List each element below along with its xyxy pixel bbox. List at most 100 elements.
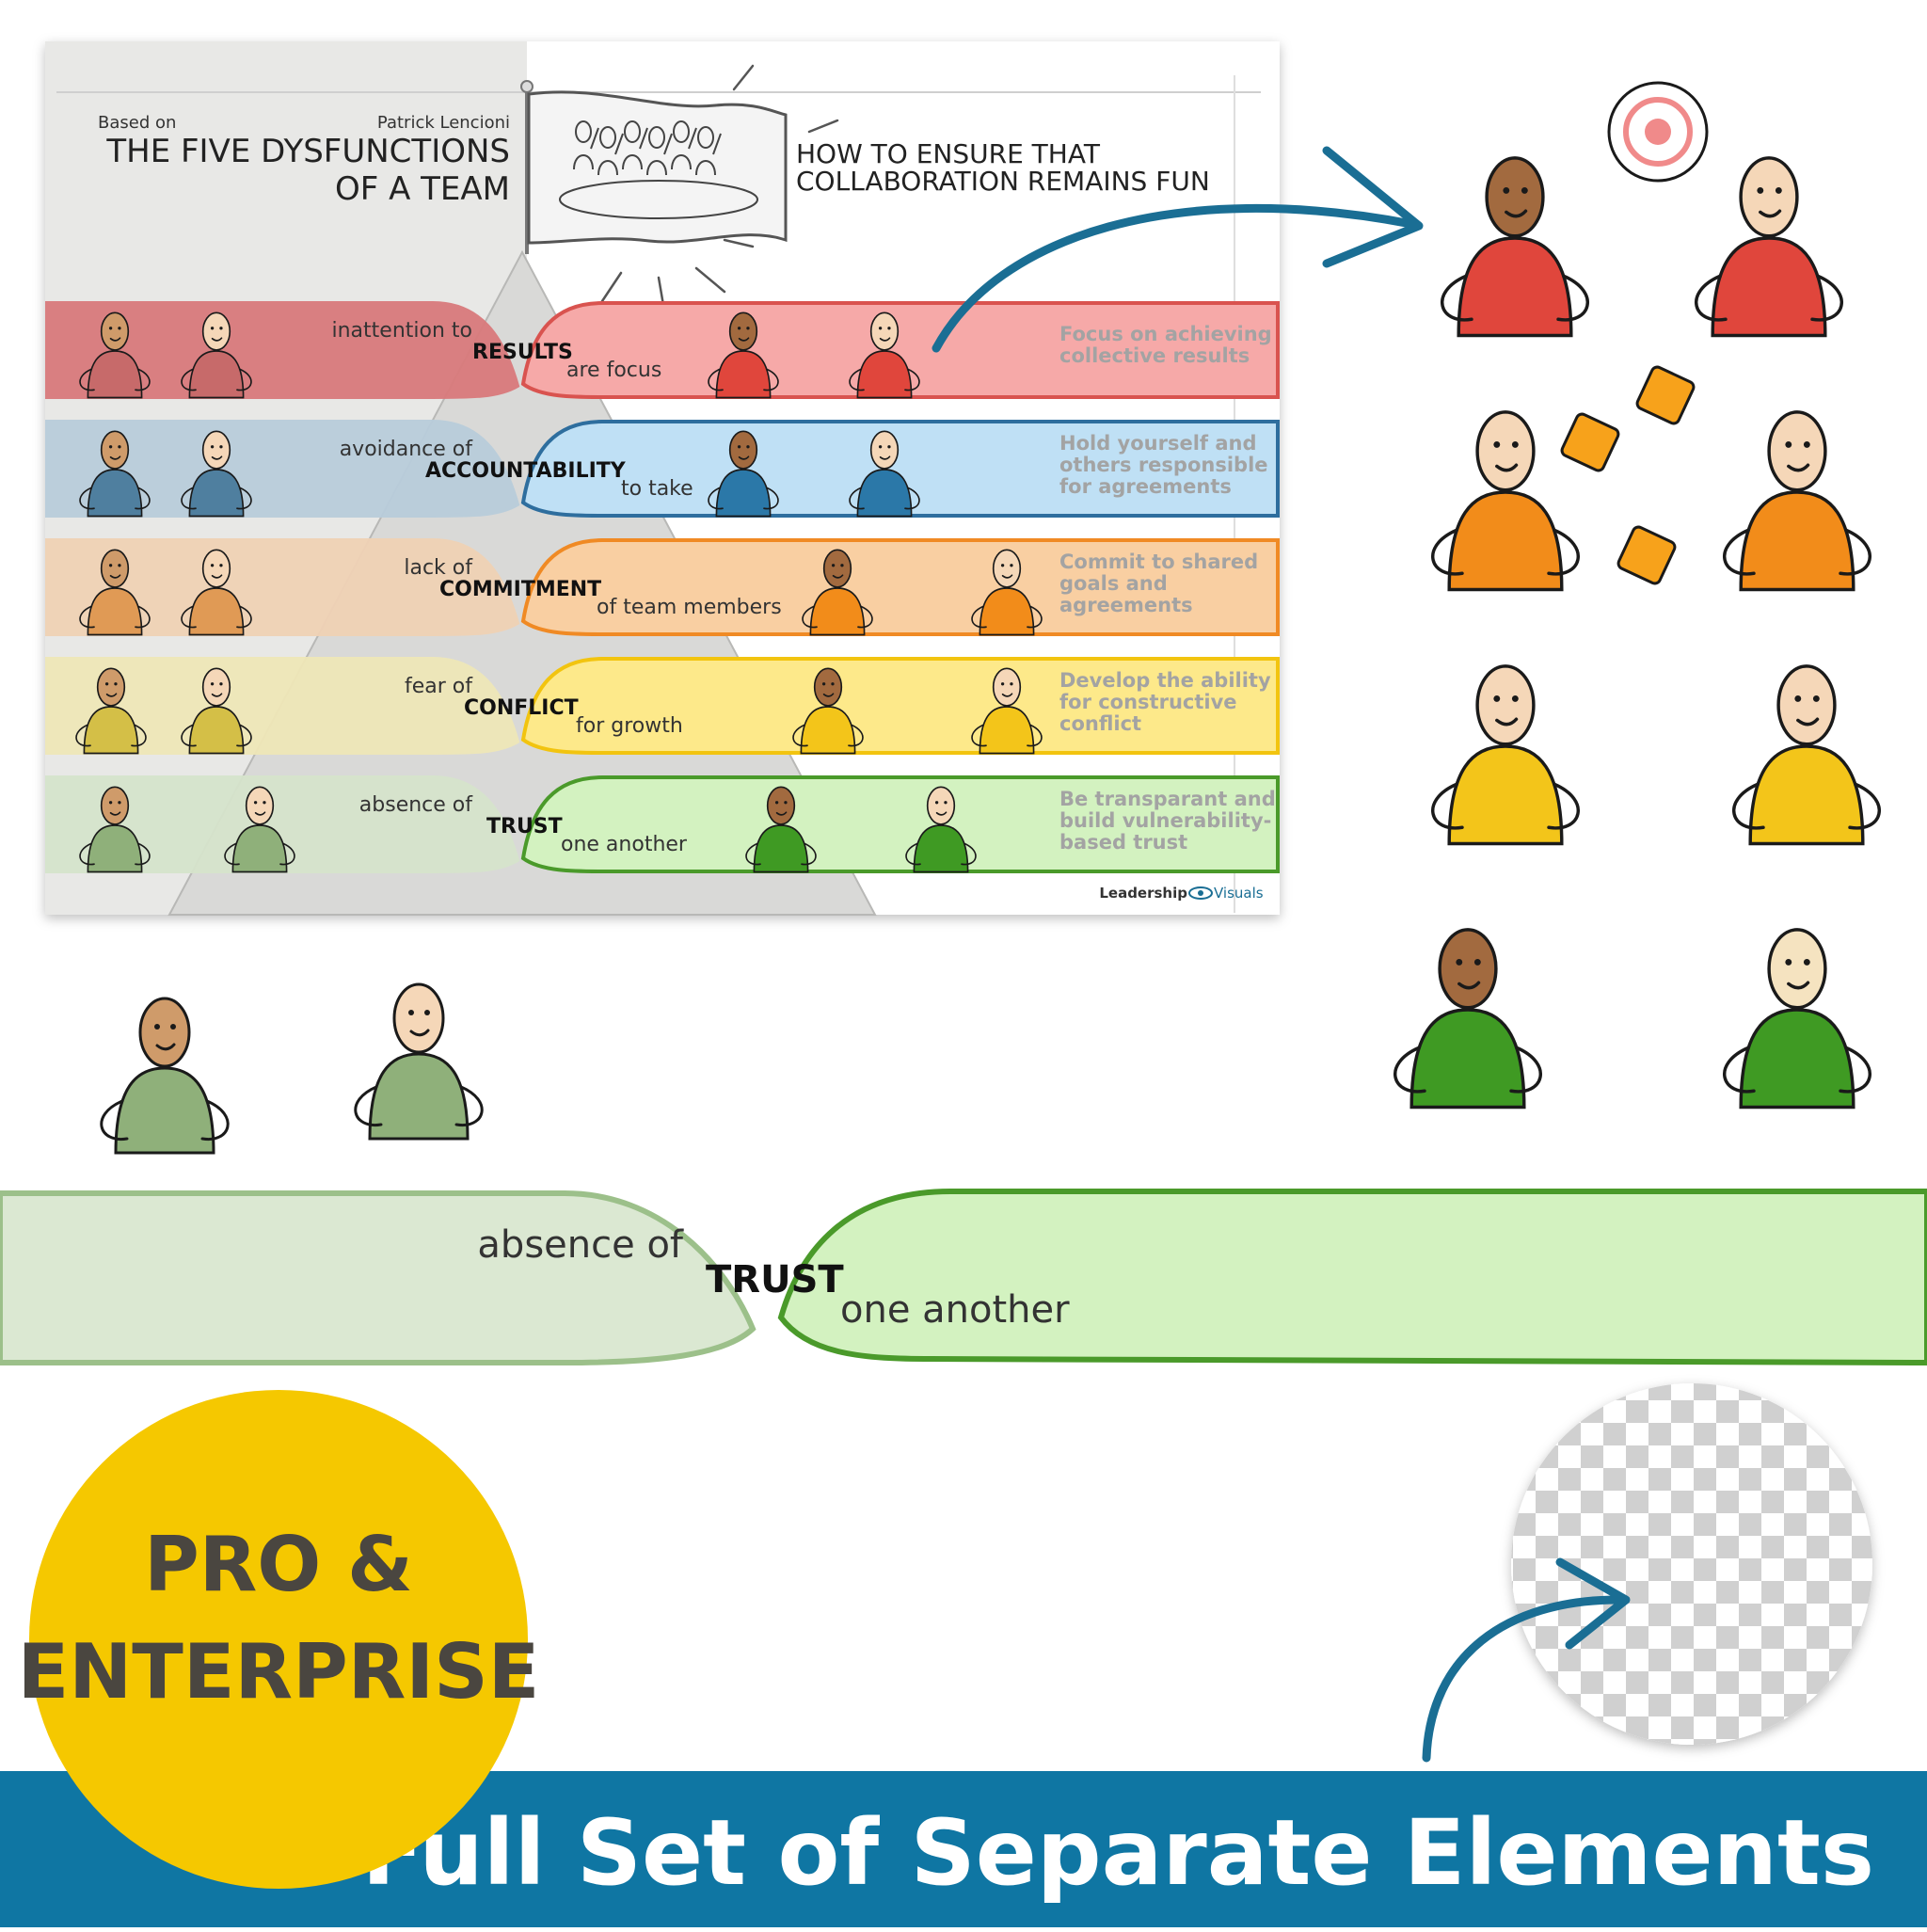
arrow-icon xyxy=(932,146,1424,353)
row-description-line: agreements xyxy=(1059,594,1193,616)
row-keyword: COMMITMENT xyxy=(439,578,601,601)
poster-title-line1: THE FIVE DYSFUNCTIONS xyxy=(105,133,510,170)
poster-author: Patrick Lencioni xyxy=(377,113,510,133)
row-description-line: goals and xyxy=(1059,572,1168,595)
badge-line1: PRO & xyxy=(144,1521,413,1608)
flag-team-drawing xyxy=(559,120,758,219)
transparency-icon xyxy=(1511,1383,1872,1745)
detail-band: absence of TRUST one another xyxy=(0,1189,1927,1366)
poster-subtitle-line1: HOW TO ENSURE THAT xyxy=(796,138,1101,169)
figure-left-2 xyxy=(181,430,252,518)
row-description-line: collective results xyxy=(1059,344,1250,367)
figure-right-1 xyxy=(708,430,779,518)
detail-band-right xyxy=(777,1189,1927,1366)
row-description-line: based trust xyxy=(1059,831,1187,854)
figure-left-1 xyxy=(79,786,151,873)
figure-left-2 xyxy=(181,667,252,755)
enlarged-figures xyxy=(1393,81,1881,1110)
figure-right-2 xyxy=(849,311,920,399)
big-figure-right xyxy=(1723,928,1871,1110)
row-keyword: ACCOUNTABILITY xyxy=(425,459,627,483)
row-right-text: are focus xyxy=(566,359,661,382)
figure-left-2 xyxy=(181,311,252,399)
row-description-line: conflict xyxy=(1059,712,1141,735)
badge-line2: ENTERPRISE xyxy=(18,1628,540,1716)
figure-right-2 xyxy=(849,430,920,518)
detail-figure-left xyxy=(100,997,230,1155)
detail-band-left xyxy=(0,1190,756,1365)
detail-figures xyxy=(100,982,484,1155)
detail-left-text: absence of xyxy=(477,1223,683,1267)
curved-arrow-icon xyxy=(1422,1557,1631,1763)
figure-right-1 xyxy=(745,786,817,873)
figure-right-1 xyxy=(708,311,779,399)
row-left-text: absence of xyxy=(359,793,473,817)
puzzle-icon xyxy=(1560,412,1620,472)
big-figure-right xyxy=(1695,156,1843,338)
poster-based-on: Based on xyxy=(98,113,176,133)
figure-left-1 xyxy=(79,549,151,636)
figure-right-2 xyxy=(971,549,1043,636)
figure-right-1 xyxy=(802,549,873,636)
detail-keyword: TRUST xyxy=(706,1258,844,1301)
row-description-line: for constructive xyxy=(1059,691,1237,713)
big-figure-left xyxy=(1431,664,1580,846)
row-left-band xyxy=(45,657,520,755)
puzzle-icon xyxy=(1616,525,1677,585)
row-right-text: one another xyxy=(561,833,688,856)
row-right-text: of team members xyxy=(597,596,782,619)
brand-eye-icon xyxy=(1188,886,1213,900)
figure-left-2 xyxy=(224,786,295,873)
pro-enterprise-badge: PRO & ENTERPRISE xyxy=(18,1390,540,1889)
row-description-line: Be transparant and xyxy=(1059,788,1276,810)
row-keyword: RESULTS xyxy=(472,341,573,364)
row-description-line: others responsible xyxy=(1059,454,1268,476)
row-keyword: TRUST xyxy=(486,815,563,838)
row-left-text: fear of xyxy=(405,675,473,698)
big-figure-left xyxy=(1393,928,1542,1110)
figure-left-1 xyxy=(79,430,151,518)
detail-figure-right xyxy=(354,982,484,1141)
poster: Based on Patrick Lencioni THE FIVE DYSFU… xyxy=(45,41,1280,916)
puzzle-icon xyxy=(1635,365,1696,425)
figure-right-2 xyxy=(905,786,977,873)
poster-brand-right: Visuals xyxy=(1214,885,1264,902)
figure-right-2 xyxy=(971,667,1043,755)
row-left-band xyxy=(45,775,520,873)
row-left-band xyxy=(45,538,520,636)
team-flag xyxy=(527,90,788,245)
row-right-text: for growth xyxy=(576,714,683,738)
big-figure-left xyxy=(1441,156,1589,338)
row-left-text: lack of xyxy=(404,556,473,580)
figure-left-1 xyxy=(79,311,151,399)
poster-subtitle-line2: COLLABORATION REMAINS FUN xyxy=(796,166,1210,197)
row-left-band xyxy=(45,301,520,399)
big-figure-left xyxy=(1431,410,1580,592)
figure-left-1 xyxy=(75,667,147,755)
poster-brand-left: Leadership xyxy=(1099,885,1187,902)
row-description-line: Hold yourself and xyxy=(1059,432,1257,455)
row-right-band xyxy=(520,775,1280,873)
row-keyword: CONFLICT xyxy=(464,696,579,720)
row-left-text: avoidance of xyxy=(340,438,474,461)
sparkle-lines xyxy=(600,64,839,312)
row-description-line: Develop the ability xyxy=(1059,669,1271,692)
figure-left-2 xyxy=(181,549,252,636)
row-right-band xyxy=(520,657,1280,755)
row-description-line: Focus on achieving xyxy=(1059,323,1272,345)
poster-title-line2: OF A TEAM xyxy=(335,170,510,208)
row-description-line: for agreements xyxy=(1059,475,1232,498)
big-figure-right xyxy=(1732,664,1881,846)
row-right-band xyxy=(520,538,1280,636)
big-figure-right xyxy=(1723,410,1871,592)
banner-text: Full Set of Separate Elements xyxy=(362,1800,1874,1906)
row-left-band xyxy=(45,420,520,518)
figure-right-1 xyxy=(792,667,864,755)
